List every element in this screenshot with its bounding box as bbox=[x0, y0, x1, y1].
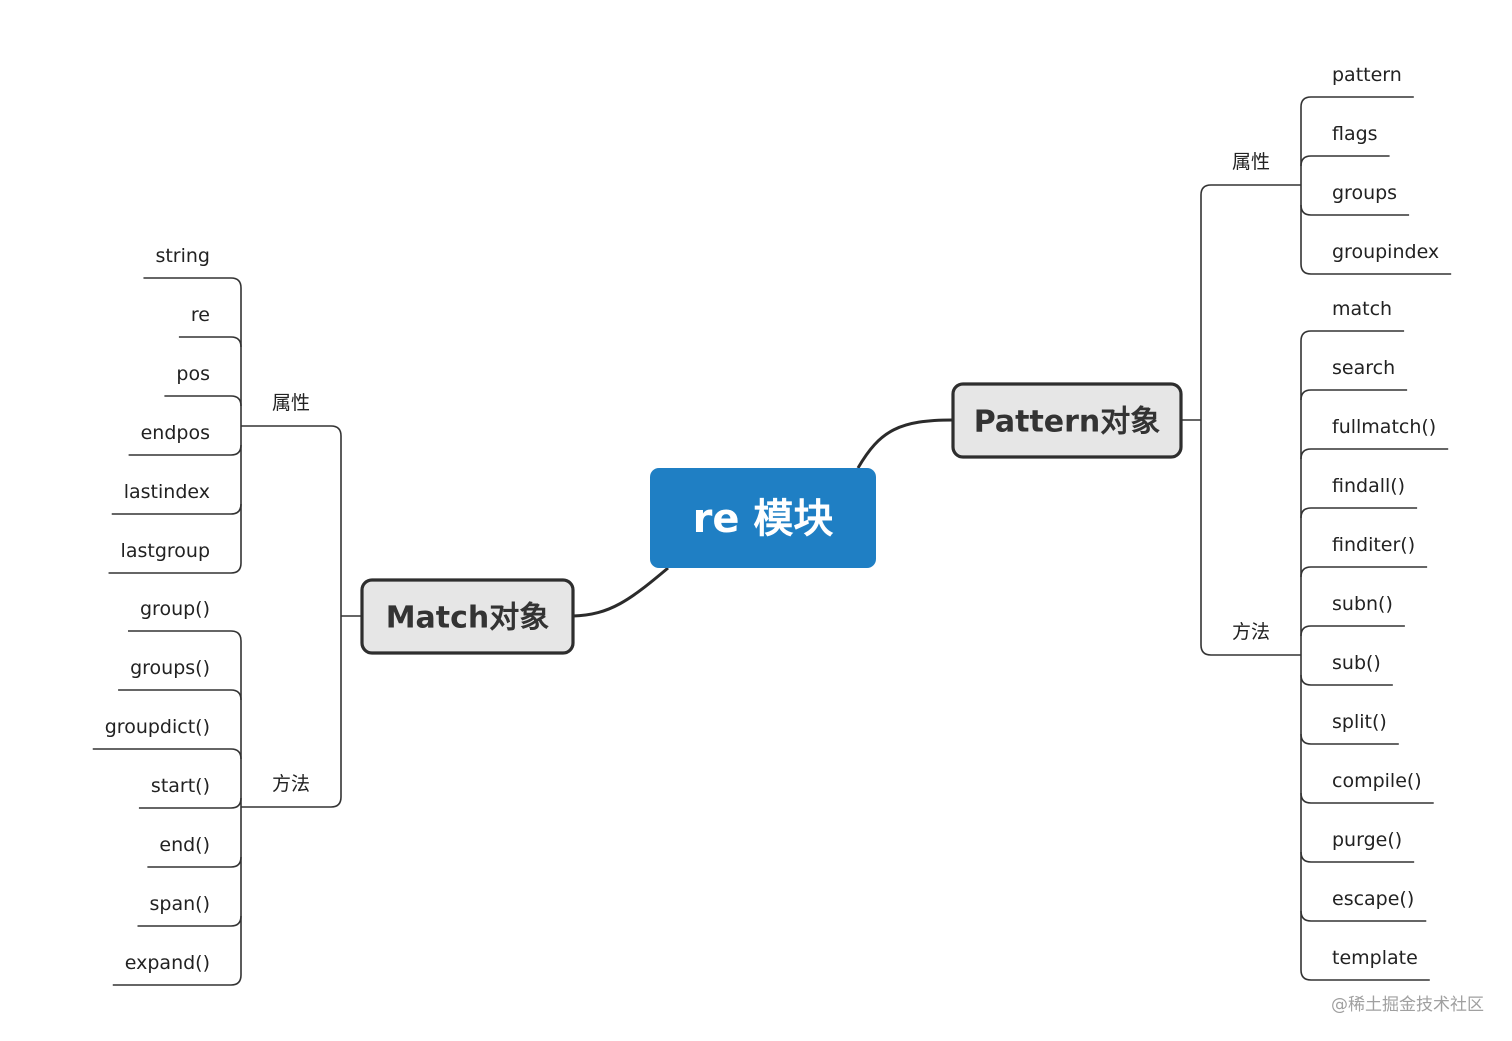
leaf-underline bbox=[1300, 566, 1428, 578]
root-node-label: re 模块 bbox=[693, 496, 834, 542]
leaf-underline bbox=[1300, 204, 1410, 216]
pattern-group-line-1 bbox=[1200, 644, 1301, 656]
match-group-line-1 bbox=[241, 796, 342, 808]
leaf-underline bbox=[138, 797, 242, 809]
leaf-underline bbox=[111, 503, 242, 515]
match-group-label-1: 方法 bbox=[272, 773, 310, 795]
pattern-leaf-item: search bbox=[1332, 357, 1395, 379]
pattern-leaf-item: fullmatch() bbox=[1332, 416, 1436, 438]
leaf-underline bbox=[108, 562, 242, 574]
leaf-underline bbox=[1300, 389, 1408, 401]
match-leaf-item: groups() bbox=[130, 657, 210, 679]
match-leaf-item: group() bbox=[140, 598, 210, 620]
match-leaf-item: end() bbox=[159, 834, 210, 856]
connector-root-match bbox=[572, 566, 669, 618]
leaf-underline bbox=[127, 630, 242, 642]
leaf-underline bbox=[92, 748, 242, 760]
pattern-leaf-item: template bbox=[1332, 947, 1418, 969]
match-leaf-item: string bbox=[155, 245, 210, 267]
pattern-leaf-item: escape() bbox=[1332, 888, 1414, 910]
leaf-underline bbox=[143, 277, 242, 289]
leaf-underline bbox=[128, 444, 242, 456]
pattern-object-node-box bbox=[951, 382, 1183, 459]
pattern-leaf-item: split() bbox=[1332, 711, 1387, 733]
match-leaf-item: start() bbox=[151, 775, 210, 797]
leaf-underline bbox=[112, 974, 242, 986]
match-object-node-label: Match对象 bbox=[386, 601, 550, 636]
watermark: @稀土掘金技术社区 bbox=[1331, 995, 1484, 1015]
root-node-box bbox=[650, 468, 876, 568]
match-leaf-item: re bbox=[191, 304, 210, 326]
connectors bbox=[92, 96, 1452, 986]
match-leaf-item: expand() bbox=[125, 952, 210, 974]
match-leaf-item: pos bbox=[176, 363, 210, 385]
match-object-node-box bbox=[360, 578, 575, 655]
leaf-underline bbox=[118, 689, 242, 701]
leaf-underline bbox=[147, 856, 242, 868]
match-group-line-0 bbox=[241, 425, 342, 437]
leaf-underline bbox=[1300, 851, 1415, 863]
match-leaf-item: groupdict() bbox=[105, 716, 210, 738]
leaf-underline bbox=[1300, 625, 1405, 637]
leaf-underline bbox=[1300, 674, 1393, 686]
leaf-underline bbox=[1300, 448, 1449, 460]
leaf-underline bbox=[178, 336, 242, 348]
pattern-group-label-1: 方法 bbox=[1232, 621, 1270, 643]
match-leaf-item: endpos bbox=[141, 422, 210, 444]
pattern-leaf-item: findall() bbox=[1332, 475, 1405, 497]
pattern-object-node-label: Pattern对象 bbox=[974, 405, 1161, 440]
pattern-leaf-item: pattern bbox=[1332, 64, 1402, 86]
leaf-underline bbox=[1300, 155, 1390, 167]
match-leaf-item: lastgroup bbox=[121, 540, 210, 562]
pattern-leaf-item: groupindex bbox=[1332, 241, 1439, 263]
match-leaf-item: span() bbox=[150, 893, 210, 915]
pattern-leaf-item: finditer() bbox=[1332, 534, 1415, 556]
nodes: re 模块 Pattern对象 Match对象 属性 pattern flags group… bbox=[105, 64, 1439, 974]
pattern-leaf-item: purge() bbox=[1332, 829, 1402, 851]
pattern-leaf-item: sub() bbox=[1332, 652, 1381, 674]
pattern-leaf-item: subn() bbox=[1332, 593, 1393, 615]
match-group-label-0: 属性 bbox=[272, 392, 310, 414]
leaf-underline bbox=[1300, 507, 1418, 519]
leaf-underline bbox=[137, 915, 242, 927]
leaf-underline bbox=[1300, 792, 1434, 804]
leaf-underline bbox=[1300, 910, 1427, 922]
leaf-underline bbox=[1300, 96, 1414, 108]
pattern-leaf-item: groups bbox=[1332, 182, 1397, 204]
pattern-leaf-item: match bbox=[1332, 298, 1392, 320]
pattern-group-label-0: 属性 bbox=[1232, 151, 1270, 173]
pattern-leaf-item: compile() bbox=[1332, 770, 1422, 792]
leaf-underline bbox=[1300, 263, 1452, 275]
leaf-underline bbox=[1300, 969, 1430, 981]
leaf-underline bbox=[164, 395, 242, 407]
leaf-underline bbox=[1300, 330, 1405, 342]
pattern-group-line-0 bbox=[1200, 184, 1301, 196]
match-leaf-item: lastindex bbox=[124, 481, 210, 503]
connector-root-pattern bbox=[856, 418, 954, 469]
pattern-leaf-item: flags bbox=[1332, 123, 1378, 145]
leaf-underline bbox=[1300, 733, 1399, 745]
